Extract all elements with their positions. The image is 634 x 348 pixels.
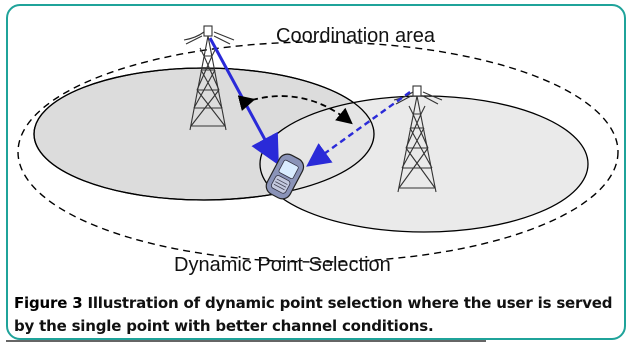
point-switch-arc (237, 95, 353, 125)
figure-number: Figure 3 (14, 294, 83, 312)
caption-rule (6, 340, 486, 342)
mobile-phone-icon (265, 153, 305, 200)
caption-text: Illustration of dynamic point selection … (14, 294, 613, 335)
cell-coverage-right (259, 95, 589, 233)
coordination-area-boundary (17, 41, 619, 263)
coordination-area-label: Coordination area (276, 25, 435, 47)
scheme-label: Dynamic Point Selection (174, 254, 391, 276)
candidate-link-arrow (306, 91, 411, 167)
tower-icon-right (393, 85, 443, 193)
tower-icon-left (183, 25, 235, 131)
figure-caption: Figure 3 Illustration of dynamic point s… (14, 292, 624, 338)
